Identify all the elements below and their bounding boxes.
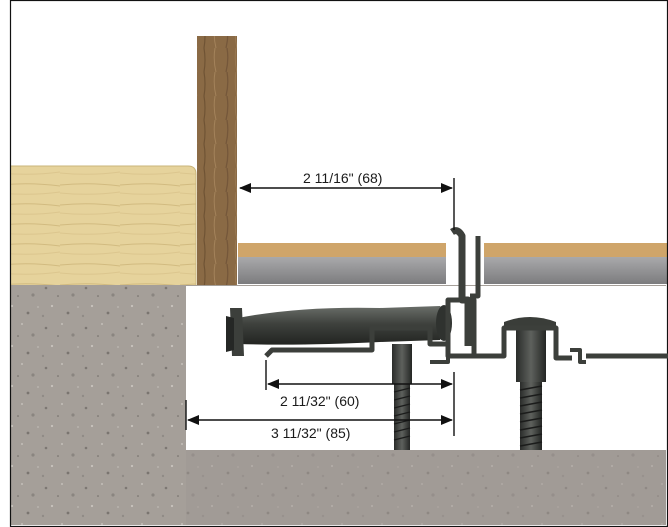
- aluminum-extrusion: [264, 227, 668, 364]
- dimension-label-bottom: 3 11/32" (85): [271, 425, 350, 441]
- anchor-bolt-left: [392, 344, 412, 450]
- wood-wall-post: [197, 36, 237, 285]
- dimension-lines: [185, 178, 455, 436]
- dimension-label-top: 2 11/16" (68): [303, 170, 382, 186]
- dimension-label-middle: 2 11/32" (60): [280, 393, 359, 409]
- floor-assembly-left: [238, 243, 446, 284]
- dimension-labels: 2 11/16" (68) 2 11/32" (60) 3 11/32" (85…: [268, 170, 418, 442]
- wood-nailer-block: [10, 165, 197, 285]
- floor-assembly-right: [484, 243, 668, 284]
